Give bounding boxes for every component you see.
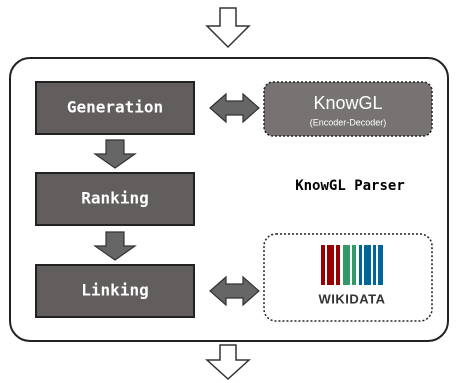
output-arrow-icon — [205, 344, 251, 381]
generation-label: Generation — [67, 98, 163, 117]
knowgl-model-box — [263, 81, 433, 137]
input-arrow-icon — [205, 7, 251, 49]
wikidata-wordmark: WIKIDATA — [318, 291, 385, 306]
linking-box — [35, 264, 195, 318]
bidirectional-arrow-bottom-icon — [209, 275, 260, 307]
knowgl-subtitle: (Encoder-Decoder) — [310, 117, 387, 127]
down-arrow-2-icon — [93, 231, 137, 261]
ranking-box — [35, 172, 195, 226]
knowgl-title: KnowGL — [313, 93, 382, 113]
generation-box — [35, 81, 195, 135]
parser-label: KnowGL Parser — [295, 178, 405, 194]
wikidata-logo-icon — [321, 245, 383, 285]
bidirectional-arrow-top-icon — [209, 92, 260, 124]
down-arrow-1-icon — [93, 139, 137, 169]
ranking-label: Ranking — [81, 189, 148, 208]
linking-label: Linking — [81, 281, 148, 300]
